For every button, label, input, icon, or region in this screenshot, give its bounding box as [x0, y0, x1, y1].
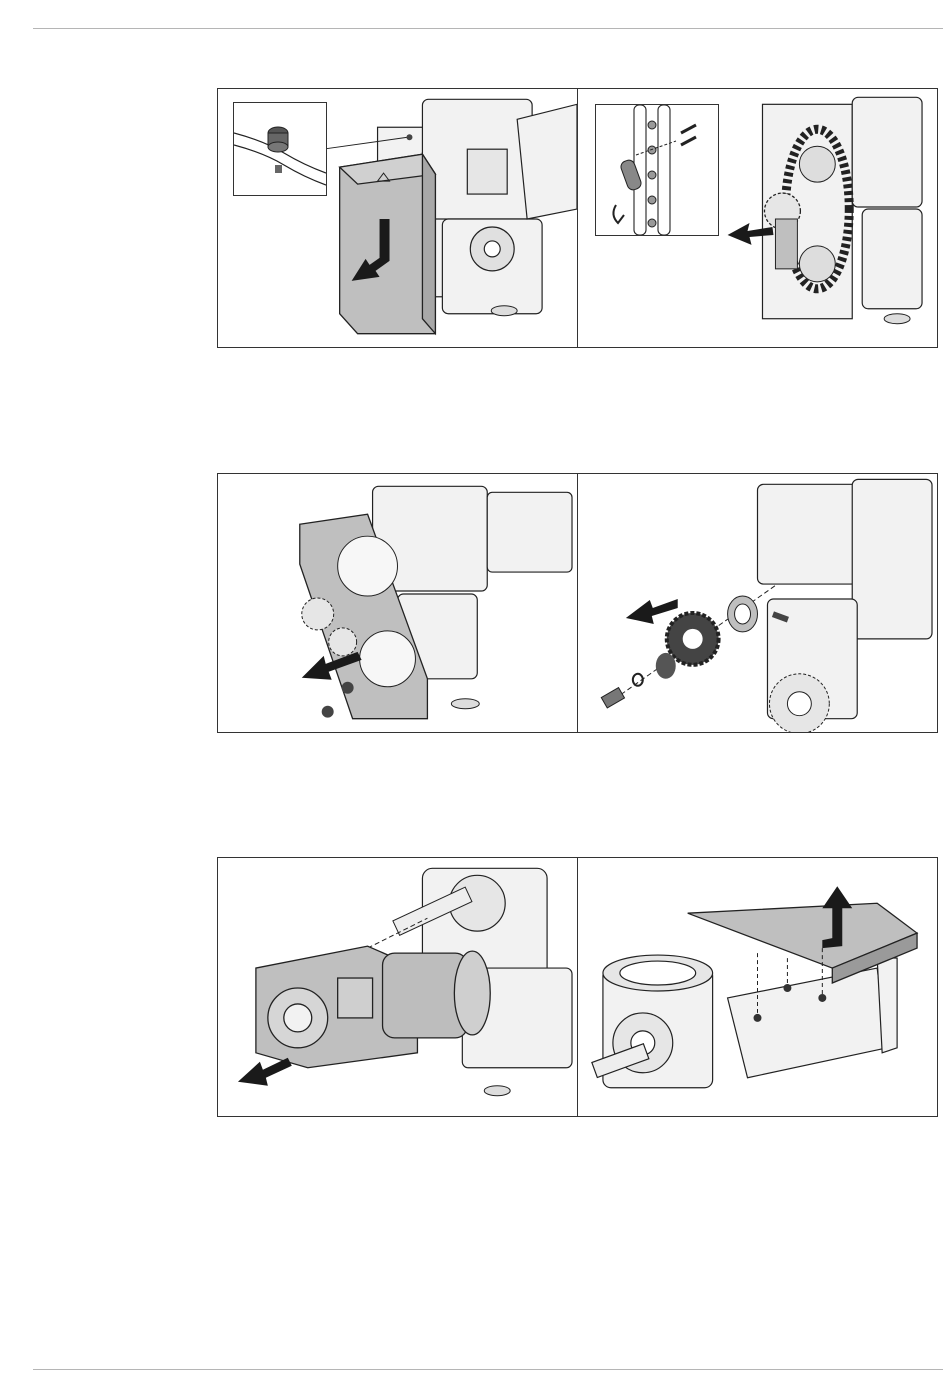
figure-chain-removal	[577, 89, 937, 347]
housing-plate-illustration	[218, 474, 577, 732]
header-rule	[33, 28, 943, 29]
footer-rule	[33, 1369, 943, 1370]
chain-link-detail-inset	[595, 104, 719, 236]
chain-link-icon	[596, 105, 718, 235]
figure-row-3	[217, 857, 938, 1117]
sprocket-removal-illustration	[578, 474, 937, 732]
figure-row-1	[217, 88, 938, 348]
top-plate-illustration	[578, 858, 937, 1116]
screw-icon	[234, 103, 326, 195]
figure-cover-removal	[218, 89, 577, 347]
gear-motor-illustration	[218, 858, 577, 1116]
figure-housing-plate-removal	[218, 474, 577, 732]
figure-top-plate-removal	[577, 858, 937, 1116]
figure-row-2	[217, 473, 938, 733]
figure-sprocket-removal	[577, 474, 937, 732]
screw-detail-inset	[233, 102, 327, 196]
figure-gear-motor-removal	[218, 858, 577, 1116]
